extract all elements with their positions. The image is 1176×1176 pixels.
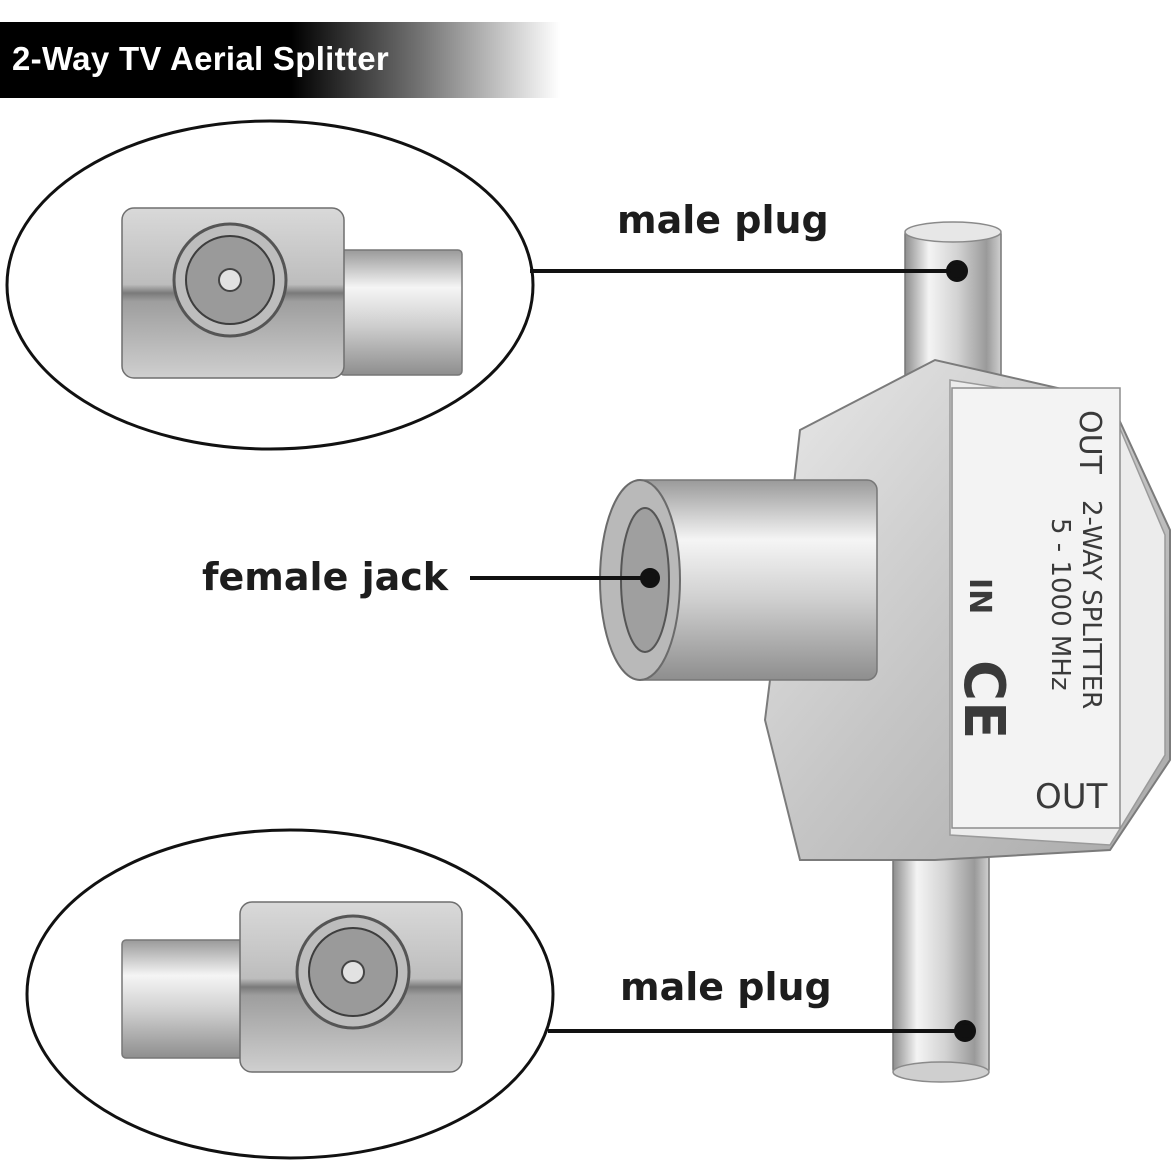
title-banner xyxy=(0,22,560,98)
label-out-top: OUT xyxy=(1072,410,1107,475)
label-in: IN xyxy=(962,578,997,614)
label-out-bottom: OUT xyxy=(1035,777,1108,817)
leader-top-plug-dot xyxy=(946,260,968,282)
leader-female-jack-dot xyxy=(640,568,660,588)
leader-lines xyxy=(470,260,976,1042)
leader-bottom-plug-dot xyxy=(954,1020,976,1042)
label-frequency: 5 - 1000 MHz xyxy=(1045,518,1075,691)
page-title: 2-Way TV Aerial Splitter xyxy=(12,40,390,77)
splitter-body xyxy=(599,221,1171,1083)
label-ce-mark: CE xyxy=(951,660,1016,739)
top-inset-connector xyxy=(121,207,463,379)
callout-male-plug-bottom: male plug xyxy=(620,965,832,1009)
callout-male-plug-top: male plug xyxy=(617,198,829,242)
bottom-inset-connector xyxy=(121,901,463,1073)
callout-female-jack: female jack xyxy=(202,555,449,599)
label-model: 2-WAY SPLITTER xyxy=(1076,500,1106,709)
